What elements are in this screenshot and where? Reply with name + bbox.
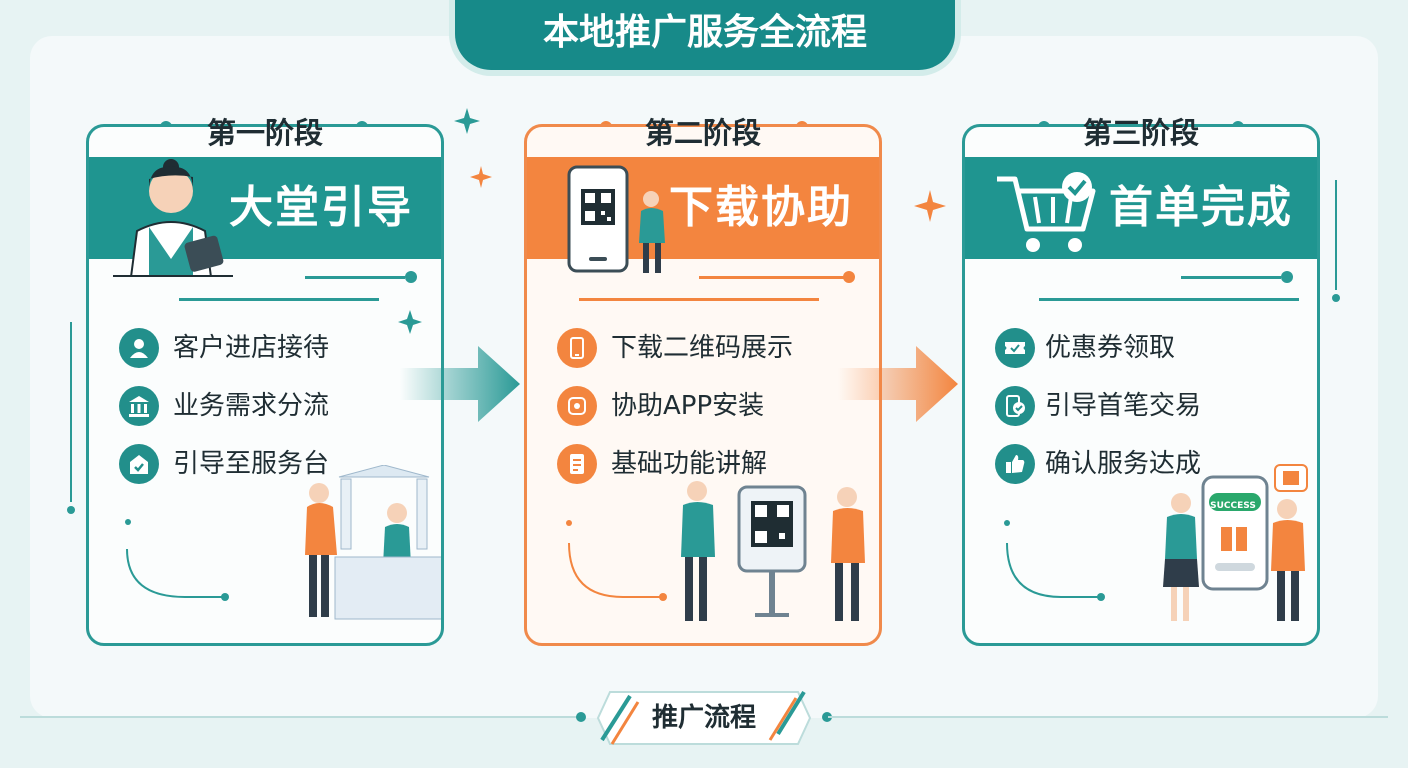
stage-1-sparkle-dot: [125, 519, 131, 525]
stage-1-heading: 大堂引导: [229, 182, 413, 233]
success-phone-illustration: [1163, 464, 1308, 621]
counter-icon: [119, 444, 159, 484]
transaction-icon: [995, 386, 1035, 426]
reception-desk-illustration: [305, 465, 441, 620]
stage-1-dash-1: [305, 276, 405, 279]
footer-badge: [596, 690, 812, 745]
stage-3-dash-2: [1039, 298, 1299, 301]
arrow-stage-1-to-2: [400, 346, 520, 422]
stage-3-item-1: 优惠券领取: [1045, 333, 1176, 363]
stage-3-card: 首单完成 优惠券领取 引导首笔交易 确认服务达成: [962, 124, 1320, 646]
right-side-dot: [1332, 294, 1340, 302]
stage-2-label: 第二阶段: [644, 116, 761, 150]
left-side-dot: [67, 506, 75, 514]
stage-1-item-3: 引导至服务台: [173, 449, 330, 479]
footer-line-right: [828, 716, 1388, 718]
user-icon: [119, 328, 159, 368]
stage-1-card: 大堂引导 客户进店接待 业务需求分流 引导至服务台: [86, 124, 444, 646]
stage-3-dash-dot: [1281, 271, 1293, 283]
footer-line-left: [20, 716, 580, 718]
stage-2-item-3: 基础功能讲解: [611, 449, 768, 479]
success-badge: SUCCESS: [1210, 501, 1256, 511]
footer-dot-left: [576, 712, 586, 722]
stage-3-item-3: 确认服务达成: [1045, 449, 1202, 479]
stage-3-item-2: 引导首笔交易: [1045, 391, 1202, 421]
phone-icon: [557, 328, 597, 368]
left-side-line: [70, 322, 72, 502]
title-tab: [455, 0, 955, 70]
qr-stand-illustration: [681, 481, 865, 621]
qr-phone-illustration: [567, 165, 665, 273]
sparkle-icon-orange-2: [914, 190, 946, 222]
stage-1-item-1: 客户进店接待: [173, 333, 330, 363]
receptionist-illustration: [113, 159, 233, 277]
stage-2-item-1: 下载二维码展示: [611, 333, 794, 363]
bank-icon: [119, 386, 159, 426]
sparkle-icon-orange: [470, 166, 492, 188]
page-title: 本地推广服务全流程: [542, 12, 867, 53]
shopping-cart-icon: [997, 172, 1096, 252]
stage-1-label: 第一阶段: [206, 116, 323, 150]
stage-1-curve-deco: [126, 548, 229, 601]
stage-2-heading: 下载协助: [669, 182, 853, 233]
stage-2-dash-2: [579, 298, 819, 301]
stage-2-dash-dot: [843, 271, 855, 283]
stage-2-card: 下载协助 下载二维码展示 协助APP安装 基础功能讲解: [524, 124, 882, 646]
footer-dot-right: [822, 712, 832, 722]
coupon-icon: [995, 328, 1035, 368]
stage-3-label: 第三阶段: [1082, 116, 1199, 150]
stage-3-dash-1: [1181, 276, 1281, 279]
right-side-line: [1335, 180, 1337, 290]
stage-2-curve-deco: [566, 520, 667, 601]
stage-1-dash-2: [179, 298, 379, 301]
thumbs-up-icon: [995, 444, 1035, 484]
sparkle-icon-3: [398, 310, 422, 334]
stage-1-item-2: 业务需求分流: [173, 391, 330, 421]
sparkle-icon: [454, 108, 480, 134]
stage-3-curve-deco: [1004, 520, 1105, 601]
stage-2-dash-1: [699, 276, 847, 279]
arrow-stage-2-to-3: [838, 346, 958, 422]
document-icon: [557, 444, 597, 484]
app-icon: [557, 386, 597, 426]
footer-label: 推广流程: [651, 703, 756, 733]
stage-3-heading: 首单完成: [1109, 182, 1293, 233]
stage-2-item-2: 协助APP安装: [611, 391, 765, 421]
stage-1-dash-dot: [405, 271, 417, 283]
